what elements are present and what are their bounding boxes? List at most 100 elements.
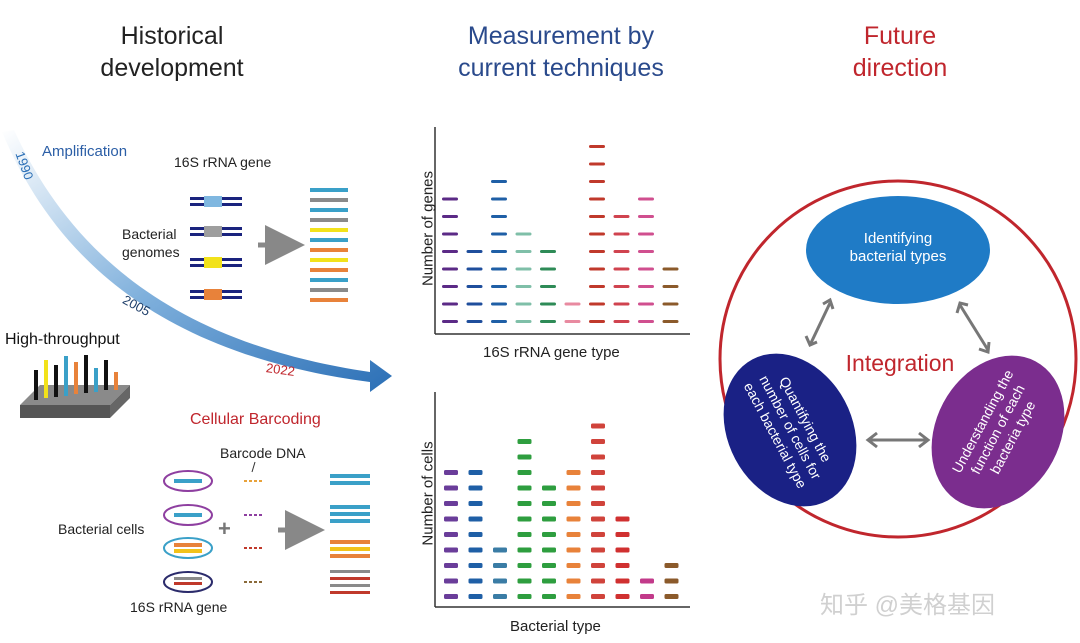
cell-chart-dash: [566, 485, 581, 491]
cell-chart-bar-8: [615, 516, 630, 599]
gene-chart-dash: [442, 250, 458, 253]
gene-chart-dash: [589, 180, 605, 183]
gene-chart-bar-7: [589, 145, 605, 323]
gene-chart-dash: [515, 285, 532, 288]
cell-chart-dash: [542, 501, 556, 506]
gene-chart-axes: [434, 127, 690, 335]
gene-chart-dash: [466, 320, 483, 323]
cell-chart-dash: [444, 485, 458, 491]
watermark: 知乎 @美格基因: [820, 592, 996, 619]
cell-chart-dash: [542, 578, 556, 584]
cell-chart-dash: [664, 563, 679, 568]
gene-chart-bar-9: [638, 197, 654, 323]
gene-chart-bar-3: [491, 180, 507, 323]
cell-chart-dash: [664, 578, 679, 584]
gene-chart-dash: [613, 302, 630, 306]
gene-chart-dash: [638, 302, 654, 306]
gene-chart-dash: [491, 232, 507, 236]
gene-chart-dash: [613, 320, 630, 323]
cell-chart-dash: [444, 470, 458, 475]
gene-chart-dash: [564, 302, 581, 306]
cell-chart-dash: [591, 547, 605, 553]
cell-chart-dash: [566, 547, 581, 553]
cell-chart-bar-9: [640, 578, 654, 599]
label-identifying: Identifying bacterial types: [849, 230, 947, 265]
cell-chart-dash: [444, 563, 458, 568]
cell-chart-dash: [444, 547, 458, 553]
gene-chart-dash: [466, 267, 483, 271]
gene-chart-dash: [638, 285, 654, 288]
gene-chart-bar-2: [466, 250, 483, 323]
cell-chart-dash: [468, 547, 483, 553]
gene-chart-dash: [515, 302, 532, 306]
gene-chart-dash: [466, 302, 483, 306]
cell-chart-dash: [591, 485, 605, 491]
cell-chart-dash: [591, 501, 605, 506]
cell-chart-dash: [517, 594, 532, 599]
gene-chart-bar-4: [515, 232, 532, 323]
cell-chart-dash: [566, 532, 581, 537]
gene-chart-dash: [589, 267, 605, 271]
gene-chart-bar-5: [540, 250, 556, 323]
cell-chart-dash: [542, 563, 556, 568]
gene-chart-dash: [491, 285, 507, 288]
label-integration: Integration: [845, 350, 955, 376]
cell-chart-dash: [444, 501, 458, 506]
cell-chart-dash: [444, 532, 458, 537]
label-16s-gene-top: 16S rRNA gene: [174, 154, 272, 170]
cell-chart-bar-10: [664, 563, 679, 599]
gene-chart-dash: [589, 302, 605, 306]
gene-chart-dash: [540, 285, 556, 288]
genome-strands: [190, 196, 242, 300]
barcode-dna: [244, 461, 262, 583]
cell-chart-dash: [542, 516, 556, 522]
cell-chart-dash: [468, 532, 483, 537]
cell-chart-dash: [591, 470, 605, 475]
label-bacterial-cells: Bacterial cells: [58, 521, 145, 537]
amplified-products: [310, 188, 348, 302]
gene-chart-dash: [442, 320, 458, 323]
gene-chart-dash: [515, 232, 532, 236]
gene-chart-dash: [491, 180, 507, 183]
cell-chart-dash: [566, 516, 581, 522]
gene-chart-dash: [442, 232, 458, 236]
barcode-cells: [163, 470, 213, 593]
cell-chart-bar-1: [444, 470, 458, 599]
sequencer-icon: [20, 355, 130, 418]
cell-chart-bar-2: [468, 470, 483, 599]
gene-chart-dash: [466, 250, 483, 253]
cell-chart-dash: [517, 563, 532, 568]
future-circle: [718, 179, 1078, 539]
gene-chart-dash: [613, 232, 630, 236]
gene-chart-dash: [662, 302, 679, 306]
cell-chart-dash: [566, 470, 581, 475]
gene-chart-bars: [442, 145, 679, 323]
gene-chart-bar-6: [564, 302, 581, 323]
cell-chart-dash: [615, 563, 630, 568]
cell-chart-dash: [444, 594, 458, 599]
cell-chart-dash: [591, 563, 605, 568]
cell-chart-dash: [468, 501, 483, 506]
gene-chart-bar-1: [442, 197, 458, 323]
cell-chart-dash: [517, 470, 532, 475]
cell-chart-dash: [444, 578, 458, 584]
label-cellular-barcoding: Cellular Barcoding: [190, 411, 321, 428]
cell-chart-dash: [591, 594, 605, 599]
gene-chart-ylabel: Number of genes: [419, 170, 437, 287]
gene-chart-dash: [515, 267, 532, 271]
cell-chart-dash: [615, 547, 630, 553]
label-amplification: Amplification: [42, 143, 128, 160]
cell-chart-bar-3: [493, 547, 507, 599]
cell-chart-dash: [591, 439, 605, 444]
cell-chart-dash: [615, 532, 630, 537]
gene-chart-dash: [638, 267, 654, 271]
cell-chart-dash: [566, 594, 581, 599]
cell-chart-dash: [468, 470, 483, 475]
ellipse-quantifying: [723, 353, 857, 507]
cell-chart-dash: [517, 454, 532, 460]
gene-chart-xlabel: 16S rRNA gene type: [483, 344, 620, 361]
gene-chart-dash: [613, 267, 630, 271]
gene-chart-dash: [442, 302, 458, 306]
gene-chart-dash: [442, 285, 458, 288]
gene-chart-dash: [662, 320, 679, 323]
